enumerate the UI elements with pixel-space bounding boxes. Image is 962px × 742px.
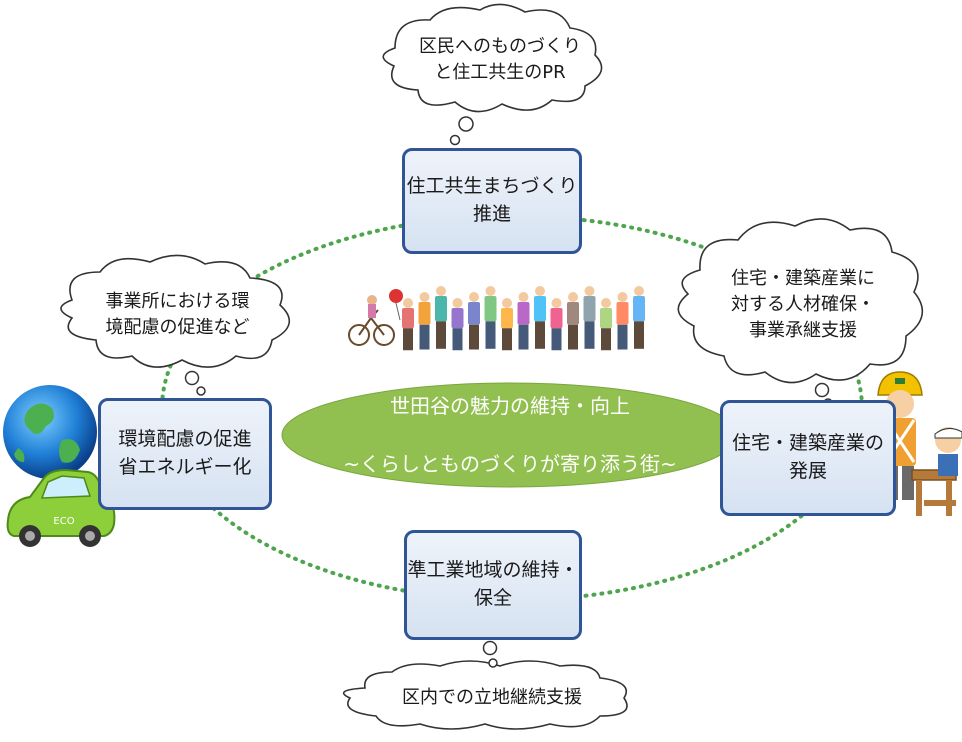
cloud-top <box>382 3 603 146</box>
person-figure <box>435 286 447 349</box>
center-title: 世田谷の魅力の維持・向上 ~くらしとものづくりが寄り添う街~ <box>280 390 740 480</box>
person-figure <box>534 286 546 349</box>
box-environmental-consideration: 環境配慮の促進 省エネルギー化 <box>98 398 272 510</box>
person-figure <box>484 286 497 349</box>
person-figure <box>501 298 513 351</box>
person-figure <box>468 292 480 350</box>
cloud-text-right: 住宅・建築産業に 対する人材確保・ 事業承継支援 <box>731 267 875 342</box>
box-semi-industrial-area-maintenance: 準工業地域の維持・ 保全 <box>404 530 582 640</box>
person-figure <box>633 286 645 349</box>
person-figure <box>418 292 431 350</box>
center-title-line2: ~くらしとものづくりが寄り添う街~ <box>343 451 677 476</box>
person-figure <box>583 286 596 349</box>
box-housing-industry-coexistence: 住工共生まちづくり 推進 <box>402 148 582 254</box>
person-figure <box>567 292 579 350</box>
cloud-bottom <box>342 640 628 730</box>
person-figure <box>517 292 530 350</box>
person-figure <box>451 298 464 351</box>
person-figure <box>550 298 563 351</box>
car-label: ECO <box>53 516 74 527</box>
box-housing-construction-development: 住宅・建築産業の 発展 <box>720 400 896 516</box>
carpenter-icon <box>911 427 962 516</box>
person-figure <box>402 298 414 351</box>
cloud-left <box>60 254 290 396</box>
crowd-of-people-icon <box>348 289 403 346</box>
cloud-text-top: 区民へのものづくり と住工共生のPR <box>419 35 581 83</box>
person-figure <box>600 298 612 351</box>
eco-car-icon: ECO <box>6 468 116 547</box>
people-figures <box>402 286 645 351</box>
person-figure <box>616 292 629 350</box>
globe-icon <box>3 385 97 479</box>
cloud-text-bottom: 区内での立地継続支援 <box>402 686 582 708</box>
cloud-text-left: 事業所における環 境配慮の促進など <box>105 290 250 338</box>
center-title-line1: 世田谷の魅力の維持・向上 <box>389 393 630 418</box>
